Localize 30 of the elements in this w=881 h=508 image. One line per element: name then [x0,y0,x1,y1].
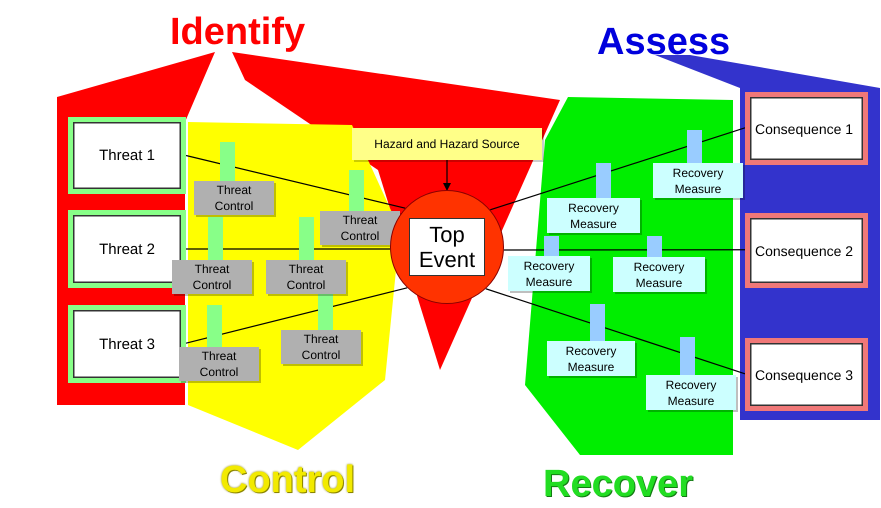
threat-control-box: Threat Control [179,347,259,381]
threat-control-box: Threat Control [320,211,400,245]
threat-box: Threat 3 [68,305,186,383]
threat-box: Threat 2 [68,210,186,288]
section-heading: Recover [543,462,693,506]
recovery-measure-box: Recovery Measure [646,375,736,410]
threat-control-box: Threat Control [194,181,274,215]
connector-line [504,249,745,251]
threat-control-box: Threat Control [281,330,361,364]
top-event-label: Top Event [409,218,485,276]
consequence-box: Consequence 3 [745,338,868,411]
connector-line [186,154,406,209]
section-heading: Identify [170,10,306,54]
threat-box: Threat 1 [68,117,186,194]
connector-line [490,127,746,210]
hazard-box: Hazard and Hazard Source [352,128,542,160]
connector-line [186,287,408,344]
arrow [443,160,451,191]
recovery-measure-box: Recovery Measure [653,163,743,198]
recovery-measure-box: Recovery Measure [613,257,705,292]
threat-control-box: Threat Control [266,260,346,294]
recovery-measure-box: Recovery Measure [508,256,590,291]
recovery-measure-box: Recovery Measure [547,198,640,233]
consequence-box: Consequence 1 [745,92,868,165]
section-heading: Assess [597,20,730,64]
section-heading: Control [220,458,356,502]
consequence-box: Consequence 2 [745,213,868,288]
threat-control-box: Threat Control [172,260,252,294]
recovery-measure-box: Recovery Measure [547,341,635,376]
connector-line [486,288,746,374]
